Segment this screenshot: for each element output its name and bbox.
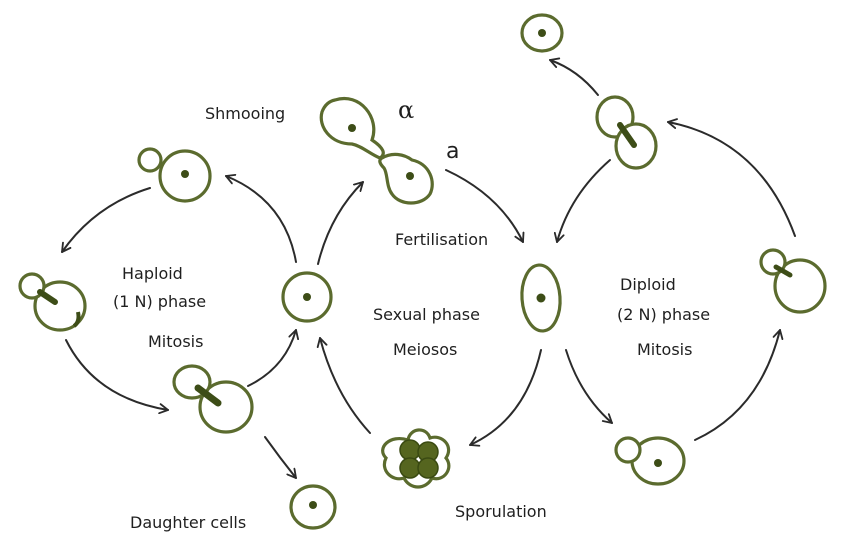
haploid-budding-cell-top xyxy=(137,147,212,203)
label-sexual-phase: Sexual phase xyxy=(373,305,480,324)
arrow-haploid-to-shmoo xyxy=(317,181,364,265)
arrow-fertilisation xyxy=(445,169,525,243)
label-haploid-phase: (1 N) phase xyxy=(113,292,206,311)
nucleus-dividing xyxy=(37,289,58,305)
label-haploid: Haploid xyxy=(122,264,183,283)
haploid-mitosis-cell xyxy=(172,364,254,434)
arrow-top-to-left xyxy=(61,187,151,253)
haploid-budding-cell-left xyxy=(18,272,87,332)
haploid-cell-center xyxy=(281,271,333,323)
label-mitosis-diploid: Mitosis xyxy=(637,340,692,359)
shmoo-cell-alpha xyxy=(319,96,385,160)
arrow-diploid-bottom-to-right xyxy=(694,329,784,441)
arrow-sporulation-to-haploid xyxy=(316,337,371,434)
label-sporulation: Sporulation xyxy=(455,502,547,521)
label-diploid-phase: (2 N) phase xyxy=(617,305,710,324)
arrow-bottom-to-center xyxy=(247,329,300,387)
diploid-budding-cell-bottom xyxy=(614,436,686,486)
ascus-tetrad xyxy=(381,428,451,489)
diploid-budding-cell-upper xyxy=(595,95,658,170)
label-shmooing: Shmooing xyxy=(205,104,285,123)
label-diploid: Diploid xyxy=(620,275,676,294)
diploid-budding-cell-right xyxy=(759,248,827,314)
arrow-zygote-to-ascus xyxy=(469,349,542,447)
arrow-diploid-upper-to-zygote xyxy=(553,159,611,243)
diploid-cell-top xyxy=(520,13,564,53)
label-meiosis: Meiosos xyxy=(393,340,457,359)
label-mitosis-haploid: Mitosis xyxy=(148,332,203,351)
arrow-left-to-bottom xyxy=(65,339,169,415)
diploid-zygote-cell xyxy=(520,263,562,333)
arrow-zygote-to-diploid-bottom xyxy=(565,349,613,424)
arrow-mitosis-to-daughter xyxy=(264,436,297,479)
label-daughter-cells: Daughter cells xyxy=(130,513,246,532)
label-a-mating-type: a xyxy=(446,139,459,164)
arrow-diploid-upper-to-top xyxy=(549,57,599,96)
arrow-center-to-top xyxy=(225,173,297,263)
shmoo-cell-a xyxy=(378,152,434,205)
arrow-diploid-right-to-upper xyxy=(667,118,796,237)
label-fertilisation: Fertilisation xyxy=(395,230,488,249)
label-alpha-mating-type: α xyxy=(398,96,414,124)
daughter-cell xyxy=(289,484,337,530)
